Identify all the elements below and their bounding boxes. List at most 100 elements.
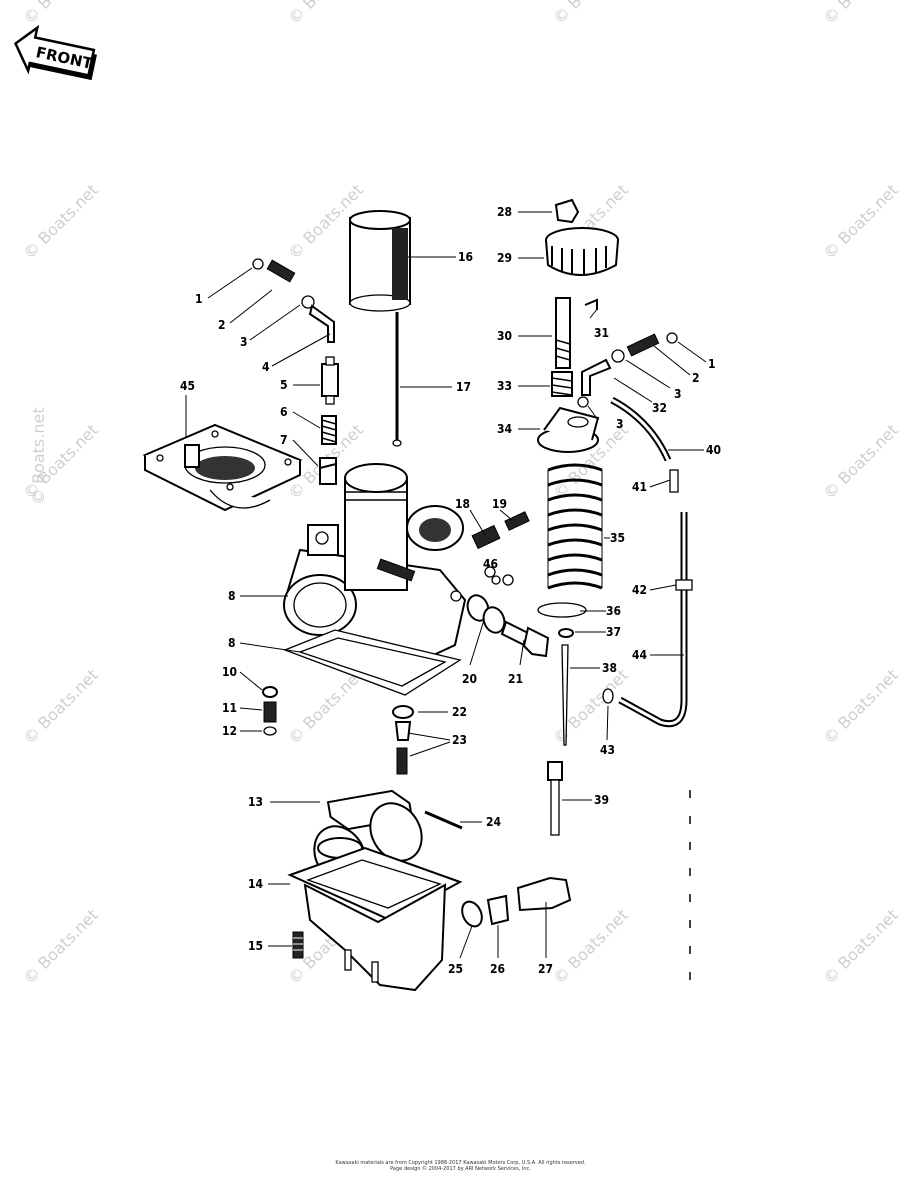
callout-37: 37: [606, 625, 621, 639]
footer-line-1: Kawasaki materials are from Copyright 19…: [335, 1160, 586, 1166]
cable-adjuster-right: [577, 332, 678, 408]
watermark: © Boats.net: [19, 0, 101, 28]
callout-1: 1: [195, 292, 203, 306]
callout-13: 13: [248, 795, 263, 809]
callout-8: 8: [228, 636, 236, 650]
flange-45: [142, 423, 303, 512]
fitting-41: [669, 469, 679, 493]
spring-35: [547, 463, 603, 590]
jet-needle-38: [561, 644, 569, 746]
needle-holder-30: [555, 297, 598, 369]
callout-44: 44: [632, 648, 648, 662]
watermark: © Boats.net: [819, 905, 901, 987]
watermark: © Boats.net: [29, 407, 48, 505]
callout-25: 25: [448, 962, 463, 976]
callout-20: 20: [462, 672, 477, 686]
carburetor-body: [283, 463, 467, 682]
callout-12: 12: [222, 724, 237, 738]
callout-8: 8: [228, 589, 236, 603]
callout-21: 21: [508, 672, 523, 686]
callout-3: 3: [616, 417, 624, 431]
callout-5: 5: [280, 378, 288, 392]
float-13: [313, 789, 423, 885]
needle-valve-parts: [392, 705, 414, 775]
watermark: © Boats.net: [549, 0, 631, 28]
callout-27: 27: [538, 962, 553, 976]
watermark: © Boats.net: [819, 0, 901, 28]
callout-34: 34: [497, 422, 513, 436]
callout-26: 26: [490, 962, 505, 976]
watermark: © Boats.net: [284, 665, 366, 747]
callout-2: 2: [692, 371, 700, 385]
drain-parts: [461, 876, 572, 928]
callout-36: 36: [606, 604, 621, 618]
screws-18-19: [471, 511, 530, 585]
clamp-42: [675, 579, 693, 591]
watermark: © Boats.net: [549, 905, 631, 987]
callout-19: 19: [492, 497, 507, 511]
callout-22: 22: [452, 705, 467, 719]
watermark: © Boats.net: [19, 665, 101, 747]
callout-18: 18: [455, 497, 470, 511]
watermarks: © Boats.net © Boats.net © Boats.net © Bo…: [19, 0, 901, 988]
callout-29: 29: [497, 251, 512, 265]
callout-11: 11: [222, 701, 237, 715]
callout-32: 32: [652, 401, 667, 415]
callout-31: 31: [594, 326, 609, 340]
nut-7: [319, 457, 337, 485]
callout-4: 4: [262, 360, 270, 374]
fitting-5: [321, 356, 339, 405]
tube-44: [618, 512, 688, 728]
callout-30: 30: [497, 329, 512, 343]
cover-34: [537, 406, 600, 453]
cable-adjuster-left: [252, 258, 335, 343]
plate-36: [537, 602, 587, 618]
callout-38: 38: [602, 661, 617, 675]
callout-45: 45: [180, 379, 195, 393]
watermark: © Boats.net: [819, 420, 901, 502]
callout-1: 1: [708, 357, 716, 371]
o-ring-43: [602, 688, 614, 704]
pin-24: [424, 810, 463, 830]
callout-14: 14: [248, 877, 264, 891]
callout-3: 3: [240, 335, 248, 349]
callout-41: 41: [632, 480, 647, 494]
pilot-jet-parts: [262, 686, 278, 736]
watermark: © Boats.net: [284, 0, 366, 28]
watermark: © Boats.net: [819, 665, 901, 747]
footer-copyright: Kawasaki materials are from Copyright 19…: [0, 1160, 921, 1172]
front-arrow: FRONT: [13, 24, 97, 81]
callout-3: 3: [674, 387, 682, 401]
callout-43: 43: [600, 743, 615, 757]
callout-10: 10: [222, 665, 237, 679]
callout-42: 42: [632, 583, 647, 597]
callout-16: 16: [458, 250, 473, 264]
washers-20: [466, 594, 506, 634]
callout-33: 33: [497, 379, 512, 393]
bolt-21: [500, 620, 550, 658]
callout-24: 24: [486, 815, 502, 829]
cap-16: [349, 210, 411, 312]
ring-37: [558, 628, 574, 638]
watermark: © Boats.net: [19, 905, 101, 987]
watermark: © Boats.net: [819, 180, 901, 262]
callout-6: 6: [280, 405, 288, 419]
callout-23: 23: [452, 733, 467, 747]
clip-46: [502, 574, 514, 586]
callout-2: 2: [218, 318, 226, 332]
callout-28: 28: [497, 205, 512, 219]
callout-46: 46: [483, 557, 498, 571]
needle-jet-39: [547, 761, 563, 836]
callout-15: 15: [248, 939, 263, 953]
footer-line-2: Page design © 2004-2017 by ARI Network S…: [390, 1166, 531, 1172]
parts: [142, 198, 693, 992]
callout-labels: 1 2 3 4 5 6 7 8 8 10 11 12 13 14 15 16 1…: [180, 205, 721, 976]
callout-35: 35: [610, 531, 625, 545]
callout-39: 39: [594, 793, 609, 807]
callout-17: 17: [456, 380, 471, 394]
cap-28-29: [545, 198, 619, 276]
callout-40: 40: [706, 443, 721, 457]
watermark: © Boats.net: [19, 180, 101, 262]
spring-6: [321, 415, 337, 445]
